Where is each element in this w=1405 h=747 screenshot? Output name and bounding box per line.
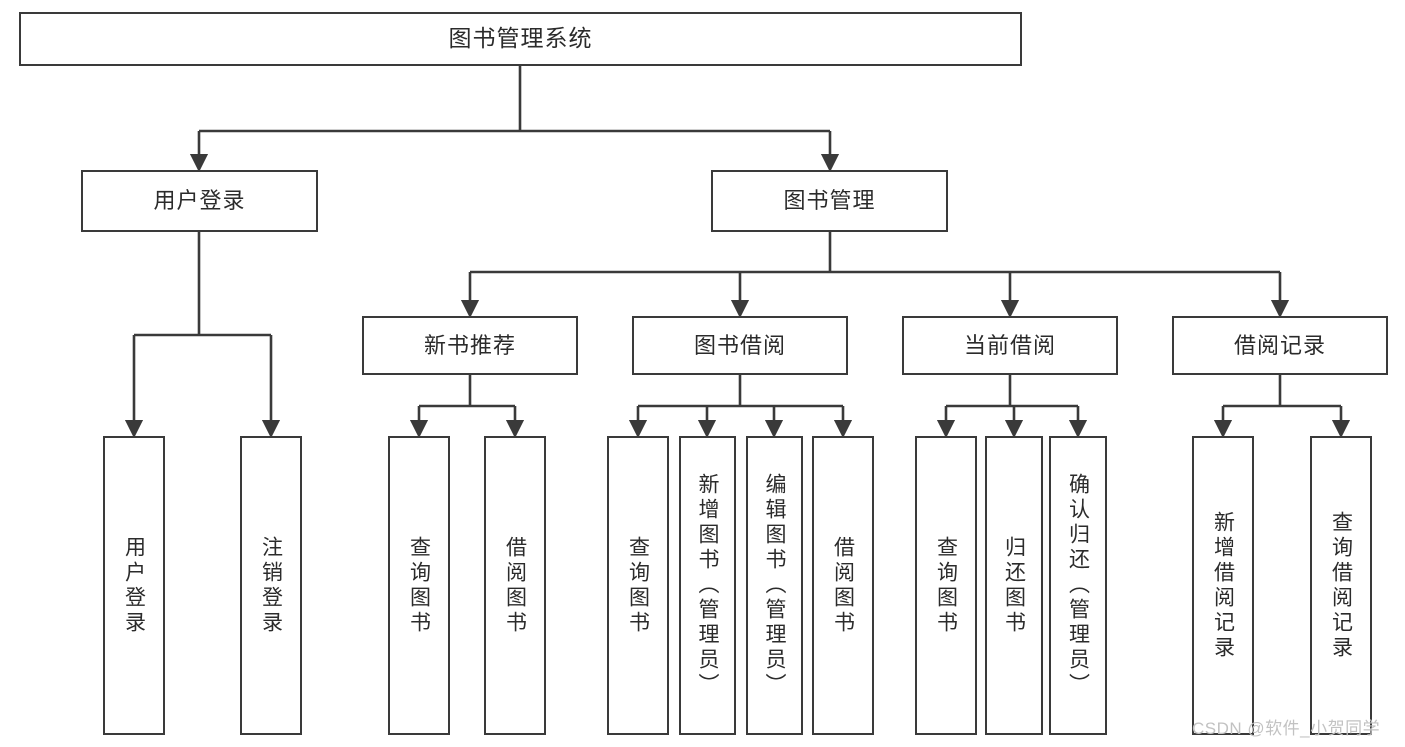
node-leaf-query-book-3[interactable]: 查询图书 [915, 436, 977, 735]
node-current-borrow[interactable]: 当前借阅 [902, 316, 1118, 375]
node-user-login-label: 用户登录 [153, 188, 246, 214]
node-new-book-recommend[interactable]: 新书推荐 [362, 316, 578, 375]
csdn-watermark: CSDN @软件_小贺同学 [1192, 719, 1381, 738]
node-book-borrow-label: 图书借阅 [693, 332, 786, 358]
node-current-borrow-label: 当前借阅 [963, 332, 1056, 358]
node-new-book-recommend-label: 新书推荐 [423, 332, 516, 358]
node-leaf-query-book-1[interactable]: 查询图书 [388, 436, 450, 735]
node-leaf-user-login[interactable]: 用户登录 [103, 436, 165, 735]
node-leaf-add-record-label: 新增借阅记录 [1211, 510, 1235, 661]
node-leaf-query-record-label: 查询借阅记录 [1329, 510, 1353, 661]
node-leaf-borrow-book-1-label: 借阅图书 [503, 535, 527, 636]
node-leaf-logout-label: 注销登录 [259, 535, 283, 636]
node-leaf-query-book-2-label: 查询图书 [626, 535, 650, 636]
node-leaf-add-book-label: 新增图书（管理员） [696, 473, 719, 698]
node-book-manage-label: 图书管理 [783, 188, 876, 214]
node-leaf-query-book-3-label: 查询图书 [934, 535, 958, 636]
node-leaf-add-book[interactable]: 新增图书（管理员） [679, 436, 736, 735]
node-root-label: 图书管理系统 [448, 25, 593, 52]
node-leaf-return-book-label: 归还图书 [1002, 535, 1026, 636]
node-leaf-logout[interactable]: 注销登录 [240, 436, 302, 735]
node-leaf-borrow-book-2[interactable]: 借阅图书 [812, 436, 874, 735]
node-user-login[interactable]: 用户登录 [81, 170, 318, 232]
node-leaf-query-book-1-label: 查询图书 [407, 535, 431, 636]
node-book-manage[interactable]: 图书管理 [711, 170, 948, 232]
node-root[interactable]: 图书管理系统 [19, 12, 1022, 66]
node-leaf-return-book[interactable]: 归还图书 [985, 436, 1043, 735]
node-leaf-query-book-2[interactable]: 查询图书 [607, 436, 669, 735]
node-leaf-user-login-label: 用户登录 [122, 535, 146, 636]
node-borrow-record[interactable]: 借阅记录 [1172, 316, 1388, 375]
node-book-borrow[interactable]: 图书借阅 [632, 316, 848, 375]
node-leaf-confirm-return-label: 确认归还（管理员） [1066, 473, 1090, 698]
node-leaf-confirm-return[interactable]: 确认归还（管理员） [1049, 436, 1107, 735]
node-leaf-edit-book-label: 编辑图书（管理员） [763, 473, 786, 698]
node-leaf-add-record[interactable]: 新增借阅记录 [1192, 436, 1254, 735]
node-leaf-borrow-book-1[interactable]: 借阅图书 [484, 436, 546, 735]
node-leaf-borrow-book-2-label: 借阅图书 [831, 535, 855, 636]
node-leaf-edit-book[interactable]: 编辑图书（管理员） [746, 436, 803, 735]
node-leaf-query-record[interactable]: 查询借阅记录 [1310, 436, 1372, 735]
node-borrow-record-label: 借阅记录 [1233, 332, 1326, 358]
